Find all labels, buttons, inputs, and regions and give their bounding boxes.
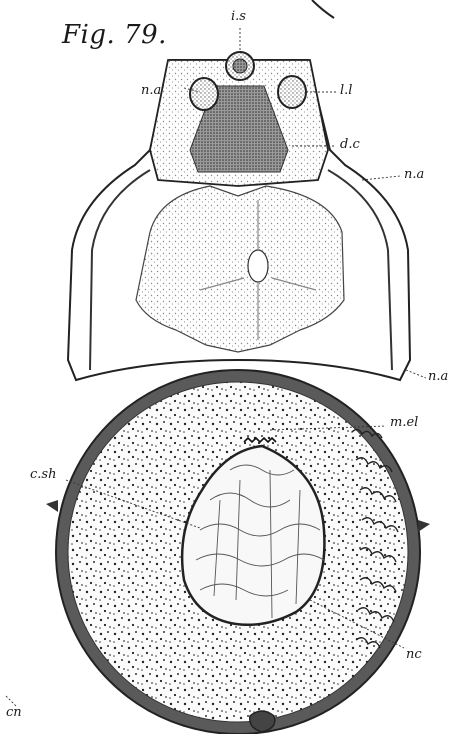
label-n-a-prime: n.a'	[141, 84, 165, 97]
central-canal	[248, 250, 268, 282]
left-spine	[46, 500, 58, 512]
label-n-a-upper: n.a	[404, 168, 424, 181]
l-l-body	[278, 76, 306, 108]
label-n-a-lower: n.a	[428, 370, 448, 383]
label-nc: nc	[406, 648, 422, 661]
figure-title: Fig. 79.	[62, 22, 167, 48]
label-l-l: l.l	[340, 84, 352, 97]
spinal-cord	[136, 186, 344, 352]
label-cn: cn	[6, 706, 22, 719]
label-m-el: m.el	[390, 416, 418, 429]
arch-inner-left	[90, 170, 150, 370]
upper-fin-stroke	[312, 0, 334, 18]
n-a-prime-body	[190, 78, 218, 110]
label-d-c: d.c	[340, 138, 360, 151]
label-c-sh: c.sh	[30, 468, 56, 481]
label-i-s: i.s	[231, 10, 246, 23]
right-spine	[418, 520, 430, 532]
